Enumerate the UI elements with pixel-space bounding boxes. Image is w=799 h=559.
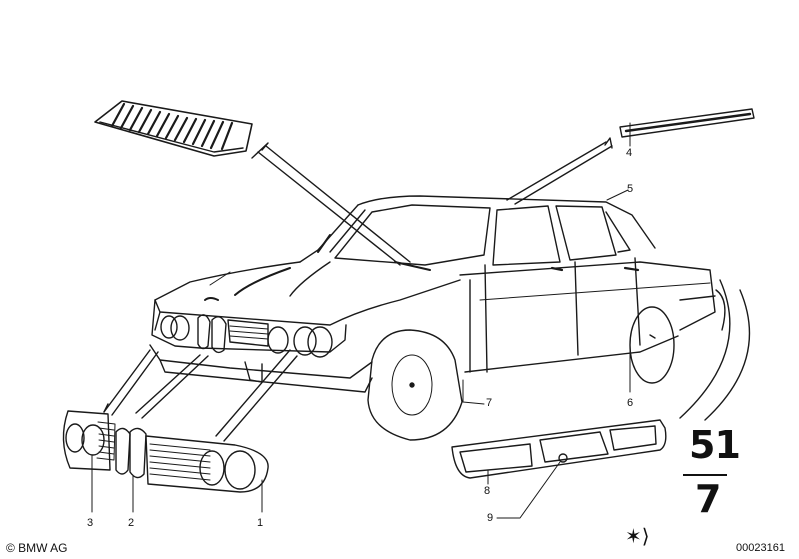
callout-4: 4	[626, 147, 633, 159]
callout-6: 6	[627, 397, 634, 409]
leader-lines	[103, 137, 751, 442]
diagram-marker-icon: ✶⟩	[625, 524, 650, 548]
callout-1: 1	[257, 517, 264, 529]
front-grille-assembly	[62, 410, 269, 493]
callout-9: 9	[487, 512, 494, 524]
callout-2: 2	[128, 517, 135, 529]
callout-8: 8	[484, 485, 491, 497]
roof-vent-panel	[94, 100, 253, 157]
car-body	[149, 195, 726, 441]
group-number-major: 51	[689, 423, 741, 467]
copyright-text: © BMW AG	[6, 541, 68, 555]
callout-7: 7	[486, 397, 493, 409]
callout-leaders	[91, 122, 631, 519]
group-divider	[683, 474, 727, 476]
roof-molding-strip	[619, 108, 755, 138]
callout-3: 3	[87, 517, 94, 529]
diagram-number: 00023161	[736, 542, 785, 554]
callout-5: 5	[627, 183, 634, 195]
rear-panel-assembly	[451, 419, 667, 479]
group-number-minor: 7	[695, 477, 722, 521]
